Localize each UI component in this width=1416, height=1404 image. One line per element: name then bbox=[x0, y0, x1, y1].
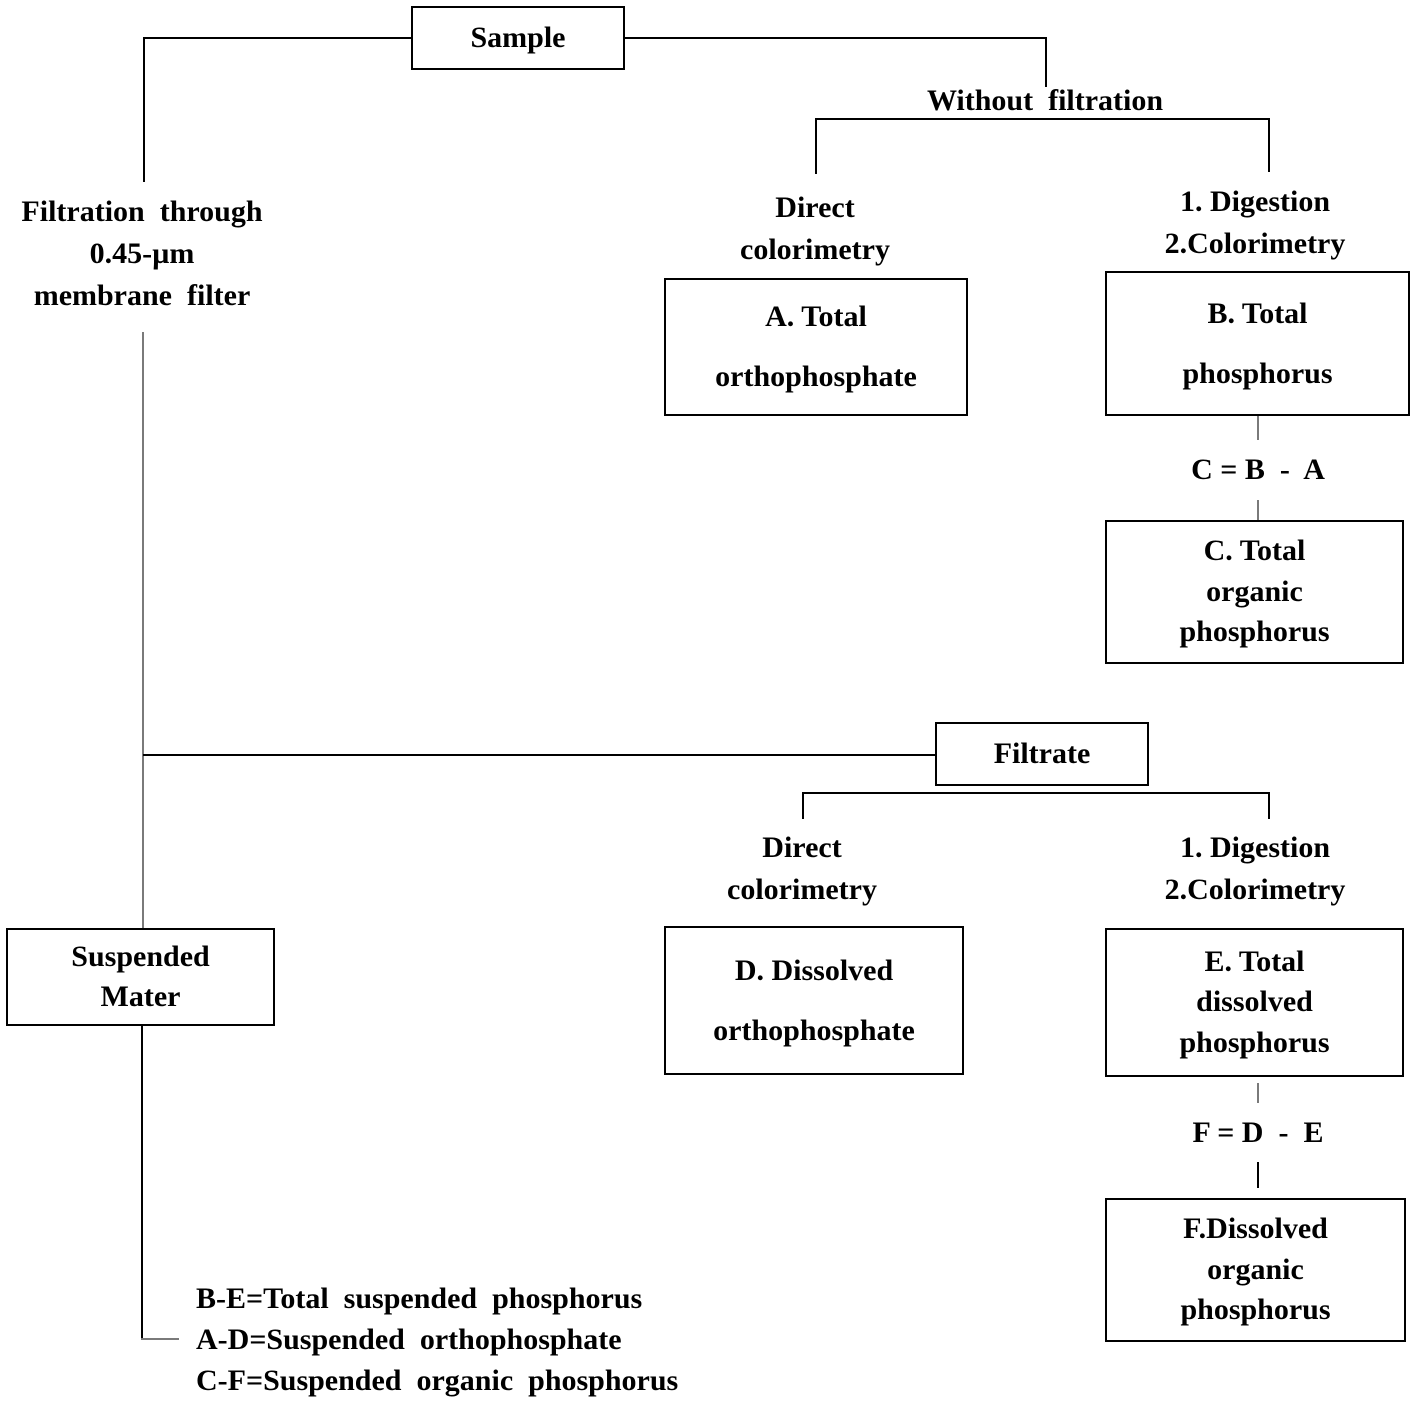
without-filtration-text: Without filtration bbox=[926, 84, 1164, 117]
box-f-line-3: phosphorus bbox=[1180, 1293, 1331, 1327]
connector-without-left bbox=[815, 118, 817, 174]
connector-suspended-down bbox=[141, 1026, 143, 1340]
legend-line-1: B-E=Total suspended phosphorus bbox=[196, 1282, 643, 1315]
label-direct-colorimetry-top: Direct colorimetry bbox=[715, 187, 915, 271]
connector-e-f-bottom bbox=[1257, 1162, 1259, 1188]
legend: B-E=Total suspended phosphorus A-D=Suspe… bbox=[196, 1278, 756, 1401]
direct-bottom-line-2: colorimetry bbox=[727, 873, 877, 906]
label-filtration: Filtration through 0.45-µm membrane filt… bbox=[0, 191, 284, 317]
filtration-line-2: 0.45-µm bbox=[89, 237, 195, 270]
formula-f: F = D - E bbox=[1140, 1112, 1376, 1154]
box-b-line-1: B. Total bbox=[1207, 296, 1308, 330]
direct-top-line-1: Direct bbox=[775, 191, 855, 224]
suspended-line-1: Suspended bbox=[71, 939, 210, 973]
label-digestion-bottom: 1. Digestion 2.Colorimetry bbox=[1140, 827, 1370, 911]
label-digestion-top: 1. Digestion 2.Colorimetry bbox=[1140, 181, 1370, 265]
connector-filtrate-right bbox=[1268, 792, 1270, 819]
node-suspended-mater: Suspended Mater bbox=[6, 928, 275, 1026]
formula-f-text: F = D - E bbox=[1192, 1116, 1324, 1149]
connector-filtration-down bbox=[142, 332, 144, 930]
node-d-dissolved-orthophosphate: D. Dissolved orthophosphate bbox=[664, 926, 964, 1075]
legend-line-2: A-D=Suspended orthophosphate bbox=[196, 1323, 622, 1356]
box-b-line-2: phosphorus bbox=[1182, 356, 1333, 390]
label-direct-colorimetry-bottom: Direct colorimetry bbox=[702, 827, 902, 911]
box-f-line-2: organic bbox=[1207, 1252, 1304, 1286]
box-e-line-1: E. Total bbox=[1204, 944, 1305, 978]
connector-filtrate-left bbox=[802, 792, 804, 819]
box-d-line-1: D. Dissolved bbox=[734, 953, 894, 987]
node-sample: Sample bbox=[411, 6, 625, 70]
connector-sample-right bbox=[624, 37, 1046, 39]
filtration-line-1: Filtration through bbox=[21, 195, 263, 228]
connector-b-c-bottom bbox=[1257, 500, 1259, 520]
connector-sample-left bbox=[144, 37, 412, 39]
connector-without-right bbox=[1268, 118, 1270, 172]
digestion-bottom-line-1: 1. Digestion bbox=[1180, 831, 1330, 864]
legend-line-3: C-F=Suspended organic phosphorus bbox=[196, 1364, 679, 1397]
connector-legend bbox=[141, 1338, 179, 1340]
connector-filtrate bbox=[143, 754, 936, 756]
box-d-line-2: orthophosphate bbox=[713, 1013, 915, 1047]
digestion-top-line-2: 2.Colorimetry bbox=[1164, 227, 1346, 260]
direct-top-line-2: colorimetry bbox=[740, 233, 890, 266]
node-filtrate-label: Filtrate bbox=[993, 736, 1091, 770]
box-e-line-3: phosphorus bbox=[1179, 1025, 1330, 1059]
filtration-line-3: membrane filter bbox=[33, 279, 251, 312]
box-e-line-2: dissolved bbox=[1196, 985, 1313, 1019]
node-e-total-dissolved-phosphorus: E. Total dissolved phosphorus bbox=[1105, 928, 1404, 1077]
formula-c-text: C = B - A bbox=[1191, 453, 1325, 486]
connector-without-branch bbox=[815, 118, 1270, 120]
formula-c: C = B - A bbox=[1140, 449, 1376, 491]
node-a-total-orthophosphate: A. Total orthophosphate bbox=[664, 278, 968, 416]
box-a-line-1: A. Total bbox=[765, 300, 867, 333]
node-c-total-organic-phosphorus: C. Total organic phosphorus bbox=[1105, 520, 1404, 664]
box-c-line-3: phosphorus bbox=[1179, 615, 1330, 649]
node-f-dissolved-organic-phosphorus: F.Dissolved organic phosphorus bbox=[1105, 1198, 1406, 1342]
box-c-line-1: C. Total bbox=[1203, 534, 1306, 568]
connector-filtrate-branch bbox=[802, 792, 1270, 794]
connector-b-c-top bbox=[1257, 416, 1259, 440]
direct-bottom-line-1: Direct bbox=[762, 831, 842, 864]
box-a-line-2: orthophosphate bbox=[715, 360, 917, 393]
node-filtrate: Filtrate bbox=[935, 722, 1149, 786]
node-sample-label: Sample bbox=[470, 20, 566, 54]
label-without-filtration: Without filtration bbox=[900, 80, 1190, 122]
suspended-line-2: Mater bbox=[100, 980, 181, 1013]
connector-right-down bbox=[1045, 37, 1047, 87]
connector-left-down bbox=[143, 37, 145, 182]
digestion-top-line-1: 1. Digestion bbox=[1180, 185, 1330, 218]
connector-e-f-top bbox=[1257, 1083, 1259, 1103]
digestion-bottom-line-2: 2.Colorimetry bbox=[1164, 873, 1346, 906]
box-c-line-2: organic bbox=[1206, 574, 1303, 608]
box-f-line-1: F.Dissolved bbox=[1183, 1212, 1328, 1246]
node-b-total-phosphorus: B. Total phosphorus bbox=[1105, 271, 1410, 416]
